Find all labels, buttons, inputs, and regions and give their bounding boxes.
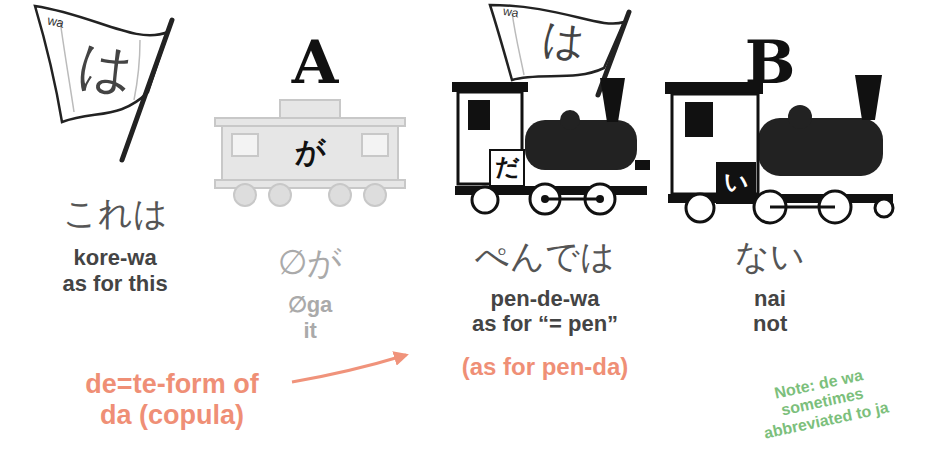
label-holder: ぺんでは — [475, 237, 615, 276]
text-holder: は — [539, 14, 587, 66]
ghost-train-car — [234, 184, 256, 206]
label-holder: A — [292, 28, 339, 97]
label-holder: de=te-form of da (copula) — [85, 369, 260, 431]
japanese-word: ぺんでは — [475, 237, 615, 276]
side-note: Note: de wa sometimes abbreviated to ja — [753, 362, 891, 443]
locomotive — [635, 160, 650, 170]
locomotive-panel: だ — [490, 150, 524, 186]
locomotive — [686, 194, 714, 222]
locomotive — [468, 100, 490, 130]
locomotive — [452, 78, 650, 214]
label-holder: Note: de wa sometimes abbreviated to ja — [753, 362, 891, 443]
gloss: it — [304, 318, 317, 343]
gloss: as for this — [63, 271, 168, 296]
kana-glyph: い — [724, 169, 749, 197]
romaji: kore-wa — [74, 245, 157, 270]
japanese-word: ない — [735, 237, 805, 276]
ghost-train-car — [329, 184, 351, 206]
locomotive — [788, 105, 812, 129]
label-holder: as for this — [63, 271, 168, 296]
ghost-train-car — [215, 118, 405, 126]
romaji: ∅ga — [288, 292, 333, 317]
topic-flag — [490, 5, 624, 80]
topic-flag — [35, 6, 168, 122]
locomotive — [685, 102, 713, 137]
particle-romaji: wa — [45, 13, 65, 31]
slot-letter: B — [745, 28, 796, 97]
text-holder: は — [73, 33, 136, 102]
locomotive — [560, 110, 580, 130]
topic-flag: wa は — [488, 2, 623, 87]
kana-glyph: は — [73, 33, 136, 102]
romaji: nai — [754, 286, 786, 311]
kana-glyph: は — [539, 14, 587, 67]
annotation: (as for pen-da) — [462, 353, 629, 381]
kana-glyph: が — [295, 135, 326, 170]
ghost-train-car — [222, 126, 398, 180]
pointer-arrow — [292, 355, 406, 382]
locomotive — [525, 120, 637, 170]
label-holder: it — [304, 318, 317, 343]
label-holder: ない — [735, 237, 805, 276]
locomotive-panel: い — [716, 162, 756, 204]
romaji: pen-de-wa — [491, 286, 600, 311]
text-holder: が — [295, 135, 326, 170]
locomotive — [490, 150, 524, 186]
ghost-train-car — [280, 100, 340, 118]
topic-flag — [35, 6, 172, 160]
label-holder: kore-wa — [74, 245, 157, 270]
ghost-train-car — [232, 134, 258, 156]
locomotive — [875, 199, 893, 217]
label-holder: pen-de-wa — [491, 286, 600, 311]
text-holder: い — [724, 169, 749, 197]
ghost-train-car — [215, 100, 405, 206]
text-holder: だ — [495, 154, 520, 182]
label-holder: ∅ga — [288, 292, 333, 317]
japanese-word: ∅が — [278, 243, 343, 282]
locomotive — [665, 75, 893, 223]
topic-flag: wa は — [30, 5, 170, 125]
label-holder: B — [745, 28, 796, 97]
kana-glyph: だ — [495, 154, 520, 182]
ghost-train-car — [269, 184, 291, 206]
gloss: as for “= pen” — [472, 311, 618, 336]
locomotive — [770, 206, 835, 209]
slot-letter: A — [292, 28, 339, 97]
label-holder: (as for pen-da) — [462, 353, 629, 381]
locomotive — [600, 78, 625, 122]
locomotive — [855, 75, 882, 120]
label-holder: not — [753, 311, 787, 336]
topic-flag — [60, 20, 74, 112]
label-holder: ∅が — [278, 243, 343, 282]
annotation: de=te-form of da (copula) — [85, 369, 260, 431]
topic-flag — [512, 12, 524, 75]
locomotive — [472, 187, 498, 213]
text-holder: wa — [45, 13, 65, 31]
locomotive — [758, 118, 883, 176]
train-car: が — [270, 128, 350, 176]
label-holder: nai — [754, 286, 786, 311]
ghost-train-car — [362, 134, 388, 156]
label-holder: これは — [63, 194, 168, 233]
particle-romaji: wa — [501, 5, 518, 21]
ghost-train-car — [364, 184, 386, 206]
gloss: not — [753, 311, 787, 336]
label-holder: as for “= pen” — [472, 311, 618, 336]
locomotive — [545, 198, 600, 201]
text-holder: wa — [501, 5, 518, 21]
japanese-word: これは — [63, 194, 168, 233]
